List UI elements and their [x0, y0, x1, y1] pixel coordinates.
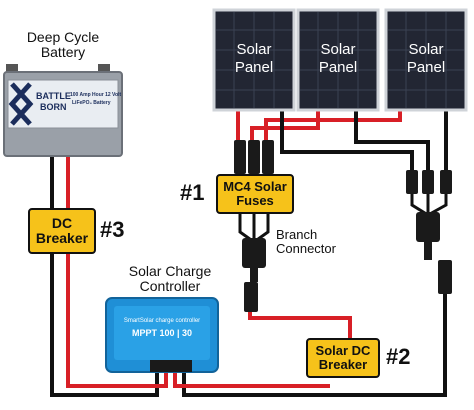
mc4-fuses-box: MC4 Solar Fuses — [216, 174, 294, 214]
solar-dc-breaker-number: #2 — [386, 344, 411, 369]
branch-connector-line2: Connector — [276, 241, 336, 257]
controller-device-line1: SmartSolar charge controller — [124, 318, 200, 324]
panel-2-label-line1: Solar — [320, 41, 355, 58]
panel2-positive-wire — [250, 110, 320, 140]
mc4-fuses-line2: Fuses — [236, 193, 274, 208]
solar-dc-breaker-line1: Solar DC — [315, 342, 371, 358]
battery-spec-line2: LiFePO₄ Battery — [72, 100, 111, 106]
solar-dc-breaker-box: Solar DC Breaker — [306, 338, 380, 378]
charge-controller-title-line2: Controller — [139, 278, 201, 295]
battery-title-line1: Deep Cycle — [26, 29, 100, 45]
solar-panel-2: Solar Panel — [296, 8, 380, 112]
charge-controller-title-line1: Solar Charge — [128, 263, 212, 279]
solar-dc-breaker-line2: Breaker — [318, 357, 368, 372]
mc4-fuses-line1: MC4 Solar — [223, 178, 287, 194]
panel1-negative-wire — [280, 110, 414, 170]
battery-title-line2: Battery — [40, 44, 86, 61]
solar-panel-1: Solar Panel — [212, 8, 296, 112]
branch-connector-shape — [238, 222, 270, 312]
battery-negative-wire — [50, 150, 159, 397]
dc-breaker-battery-line1: DC — [51, 214, 73, 231]
solar-panel-3: Solar Panel — [384, 8, 468, 112]
battery: BATTLE BORN 100 Amp Hour 12 Volt LiFePO₄… — [3, 64, 123, 157]
panel-3-label-line1: Solar — [408, 41, 443, 58]
controller-device-line2: MPPT 100 | 30 — [132, 328, 192, 338]
battery-brand-line1: BATTLE — [36, 91, 71, 101]
controller-solar-positive-wire — [173, 372, 330, 388]
branch-connector-label: Branch Connector — [276, 227, 336, 257]
battery-brand-line2: BORN — [40, 102, 67, 112]
panel3-positive-wire — [264, 110, 402, 140]
mc4-fuses-number: #1 — [180, 180, 205, 205]
dc-breaker-battery-number: #3 — [100, 217, 125, 242]
panel2-negative-wire — [354, 110, 430, 170]
panel-1-label-line1: Solar — [236, 41, 271, 58]
dc-breaker-battery-line2: Breaker — [35, 230, 89, 246]
dc-breaker-battery: DC Breaker — [28, 208, 96, 254]
panel-3-label-line2: Panel — [407, 59, 445, 76]
negative-mc4-connectors — [406, 170, 452, 294]
panel-2-label-line2: Panel — [319, 59, 357, 76]
controller-solar-negative-wire — [182, 260, 447, 397]
charge-controller-title: Solar Charge Controller — [110, 263, 230, 295]
charge-controller: SmartSolar charge controller MPPT 100 | … — [105, 297, 219, 373]
panel-1-label-line2: Panel — [235, 59, 273, 76]
battery-spec-line1: 100 Amp Hour 12 Volt — [70, 92, 121, 98]
battery-positive-wire — [66, 150, 168, 388]
battery-title: Deep Cycle Battery — [4, 29, 122, 61]
branch-connector-line1: Branch — [276, 227, 318, 242]
mc4-fuse-holders — [234, 140, 274, 174]
